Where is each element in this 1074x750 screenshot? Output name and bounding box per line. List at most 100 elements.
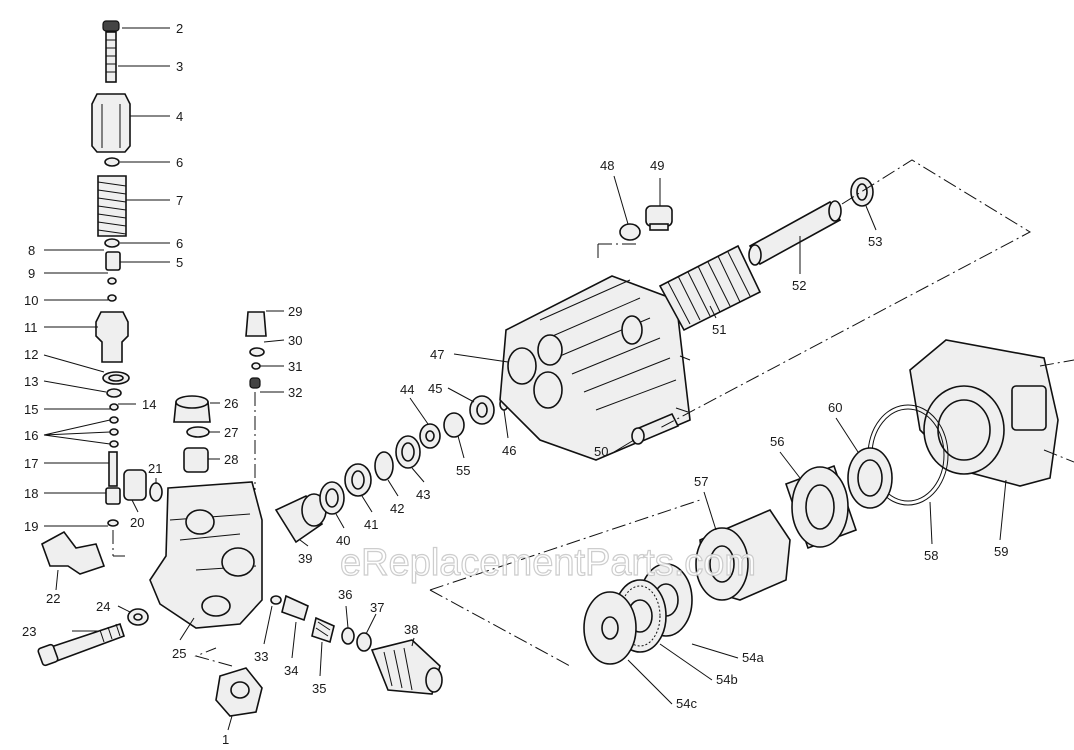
watermark-text: eReplacementParts.com <box>340 542 756 584</box>
part-57-ring <box>443 412 465 438</box>
part-44-washer <box>419 423 441 449</box>
label-54b: 54b <box>716 672 738 687</box>
label-40: 40 <box>336 533 350 548</box>
label-17: 17 <box>24 456 38 471</box>
label-60: 60 <box>828 400 842 415</box>
part-29-32-nipple <box>245 311 267 389</box>
part-60-bearing <box>847 447 893 509</box>
part-38-plunger <box>370 639 443 695</box>
part-45-ring <box>469 395 495 425</box>
part-41-ring <box>344 463 372 497</box>
label-24: 24 <box>96 599 110 614</box>
label-47: 47 <box>430 347 444 362</box>
label-54a: 54a <box>742 650 764 665</box>
label-45: 45 <box>428 381 442 396</box>
part-43-ring <box>395 435 421 469</box>
part-22-elbow <box>41 530 106 575</box>
part-47-crankcase <box>499 275 691 461</box>
label-56: 57 <box>694 474 708 489</box>
label-13: 13 <box>24 374 38 389</box>
label-39: 39 <box>298 551 312 566</box>
part-55-bearing <box>784 464 858 550</box>
label-23: 23 <box>22 624 36 639</box>
label-6: 6 <box>176 155 183 170</box>
part-39-valve-seat <box>274 493 327 544</box>
label-29: 29 <box>288 304 302 319</box>
label-28: 28 <box>224 452 238 467</box>
part-20-21-fitting <box>123 469 163 502</box>
part-54c-washer <box>583 591 637 665</box>
label-7: 7 <box>176 193 183 208</box>
part-50-bolt <box>631 412 680 445</box>
part-9-10-orings <box>107 277 117 302</box>
label-25: 25 <box>172 646 186 661</box>
label-43: 43 <box>416 487 430 502</box>
label-4: 4 <box>176 109 183 124</box>
label-12: 12 <box>24 347 38 362</box>
label-41: 41 <box>364 517 378 532</box>
part-17-rod <box>108 451 118 487</box>
part-56-crank <box>695 509 791 601</box>
label-57: 55 <box>456 463 470 478</box>
part-6-washer <box>104 157 120 167</box>
label-35: 35 <box>312 681 326 696</box>
label-2: 2 <box>176 21 183 36</box>
label-15: 15 <box>24 402 38 417</box>
part-36-37-rings <box>341 627 372 652</box>
label-14: 14 <box>142 397 156 412</box>
label-53: 53 <box>868 234 882 249</box>
callout-labels: 2 3 4 6 7 6 5 8 9 10 11 12 13 14 15 16 1… <box>22 21 1008 747</box>
part-49-plug <box>645 205 673 231</box>
label-1: 1 <box>222 732 229 747</box>
label-54c: 54c <box>676 696 697 711</box>
label-8: 8 <box>28 243 35 258</box>
label-36: 36 <box>338 587 352 602</box>
part-1-fitting <box>215 667 263 717</box>
label-6b: 6 <box>176 236 183 251</box>
label-30: 30 <box>288 333 302 348</box>
part-40-ring <box>319 481 345 515</box>
part-59-housing <box>909 339 1059 487</box>
part-18-19-seat <box>105 487 121 527</box>
label-10: 10 <box>24 293 38 308</box>
label-42: 42 <box>390 501 404 516</box>
label-16: 16 <box>24 428 38 443</box>
label-52: 52 <box>792 278 806 293</box>
part-7-spring <box>97 175 127 237</box>
part-4-cap <box>91 93 131 153</box>
label-3: 3 <box>176 59 183 74</box>
label-51: 51 <box>712 322 726 337</box>
label-37: 37 <box>370 600 384 615</box>
label-11: 11 <box>24 320 38 335</box>
label-26: 26 <box>224 396 238 411</box>
part-11-body <box>95 311 129 363</box>
label-9: 9 <box>28 266 35 281</box>
part-53-ring <box>850 177 874 207</box>
part-52-shaft <box>748 200 842 266</box>
label-22: 22 <box>46 591 60 606</box>
callout-leaders <box>43 27 1007 731</box>
label-50: 50 <box>594 444 608 459</box>
part-26-27-28-plug <box>173 395 211 473</box>
part-5-8-piston <box>105 251 121 271</box>
label-18: 18 <box>24 486 38 501</box>
part-25-manifold <box>149 481 263 629</box>
part-3-stem <box>105 31 117 83</box>
label-21: 21 <box>148 461 162 476</box>
part-33-35-valve <box>270 594 335 644</box>
label-20: 20 <box>130 515 144 530</box>
part-51-spring <box>658 244 762 332</box>
label-19: 19 <box>24 519 38 534</box>
part-6b-washer <box>104 238 120 248</box>
label-5: 5 <box>176 255 183 270</box>
label-49: 49 <box>650 158 664 173</box>
label-44: 44 <box>400 382 414 397</box>
label-27: 27 <box>224 425 238 440</box>
label-32: 32 <box>288 385 302 400</box>
part-24-washer <box>127 608 149 626</box>
part-23-bolt <box>37 622 126 667</box>
label-55: 56 <box>770 434 784 449</box>
label-31: 31 <box>288 359 302 374</box>
label-38: 38 <box>404 622 418 637</box>
